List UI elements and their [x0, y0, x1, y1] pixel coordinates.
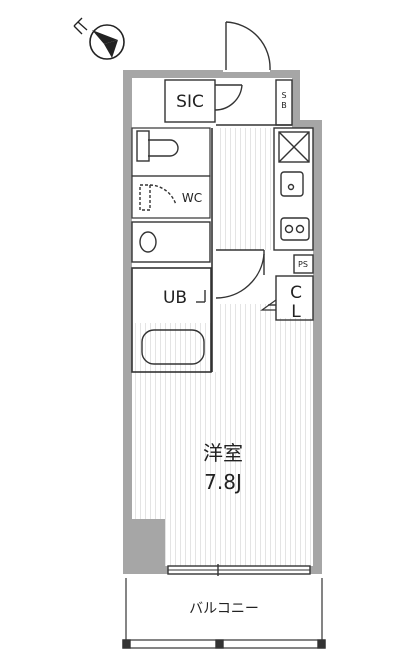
main-room-label: 洋室 — [203, 441, 243, 465]
wc-label: WC — [182, 191, 202, 205]
balcony-label: バルコニー — [189, 601, 259, 617]
room-door — [215, 249, 265, 299]
main-room-size: 7.8J — [204, 470, 242, 494]
pipe-space — [293, 254, 314, 274]
unit-bath — [131, 267, 212, 373]
wc-room — [131, 127, 211, 219]
corridor-floor — [216, 128, 274, 250]
kitchen-counter — [273, 127, 314, 251]
balcony-window — [167, 564, 311, 576]
sic-closet — [164, 79, 243, 123]
north-arrow-icon — [73, 17, 125, 60]
ub-label: UB — [163, 288, 187, 308]
ps-label: PS — [298, 260, 308, 269]
balcony — [122, 578, 326, 649]
closet — [260, 275, 314, 321]
sic-label: SIC — [176, 92, 204, 112]
cl-label-c: C — [290, 283, 302, 303]
sb-label-b: B — [281, 101, 287, 110]
main-room-floor — [132, 304, 313, 566]
sb-label-s: S — [281, 91, 286, 100]
washbasin — [131, 221, 211, 263]
cl-label-l: L — [291, 302, 301, 322]
entrance-door — [223, 21, 271, 72]
